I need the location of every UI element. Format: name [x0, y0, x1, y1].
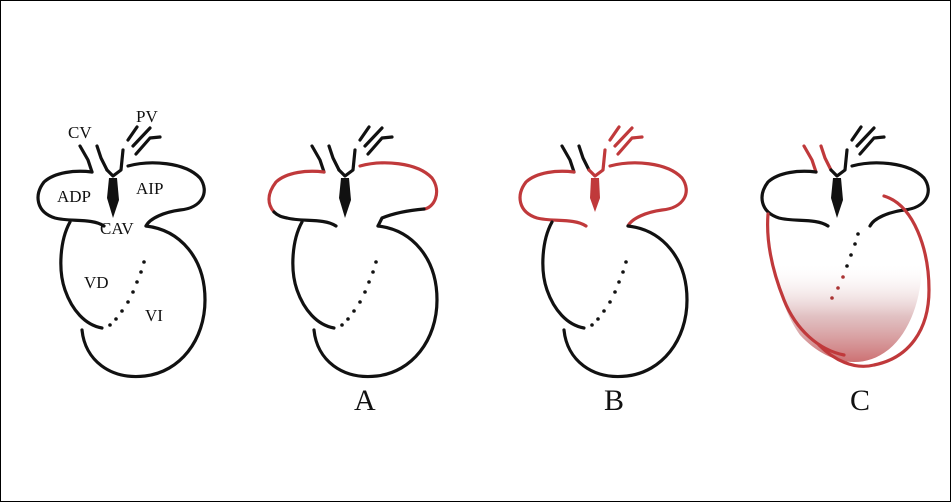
right-atrium-outline-red	[520, 171, 586, 226]
vessel-cv-left	[562, 146, 574, 172]
atrial-septum-red	[590, 178, 600, 212]
panel-reference: CV PV ADP AIP CAV VD VI	[38, 107, 205, 377]
left-atrium-outline	[852, 163, 928, 226]
caption-c: C	[850, 384, 870, 417]
left-ventricle-outline	[314, 226, 437, 377]
vessel-cv-right	[329, 146, 339, 170]
left-atrium-outline-red	[360, 163, 437, 209]
label-vi: VI	[145, 306, 163, 325]
right-ventricle-outline	[543, 222, 584, 328]
right-atrium-outline-red	[269, 171, 324, 212]
vessel-pv-1	[852, 127, 861, 140]
atrial-septum	[107, 178, 119, 218]
label-pv: PV	[136, 107, 158, 126]
left-ventricle-outline	[82, 226, 205, 377]
atrial-septum	[339, 178, 351, 218]
vessel-cv-right-red	[821, 146, 831, 170]
panel-c	[760, 127, 940, 382]
atrial-septum	[831, 178, 843, 218]
left-atrium-outline-red	[610, 163, 686, 226]
vessel-trunk	[339, 150, 355, 176]
vessel-cv-left	[80, 146, 92, 172]
ventricular-septum-dots	[590, 260, 628, 327]
label-adp: ADP	[57, 187, 91, 206]
vessel-cv-left	[312, 146, 324, 172]
left-atrium-outline	[378, 209, 424, 226]
left-ventricle-outline	[564, 226, 687, 377]
vessel-cv-right	[97, 146, 107, 170]
label-cv: CV	[68, 123, 92, 142]
ventricular-septum-dots	[108, 260, 146, 327]
vessel-pv-1	[360, 127, 369, 140]
right-ventricle-outline	[293, 222, 334, 328]
label-vd: VD	[84, 273, 109, 292]
right-atrium-outline	[762, 171, 828, 226]
vessel-trunk	[107, 150, 123, 176]
vessel-pv-1	[128, 127, 137, 140]
label-cav: CAV	[100, 219, 134, 238]
panel-a	[269, 127, 437, 377]
panel-b	[520, 127, 687, 377]
vessel-trunk-red	[589, 150, 605, 176]
label-aip: AIP	[136, 179, 163, 198]
vessel-pv-1-red	[610, 127, 619, 140]
caption-a: A	[354, 384, 376, 417]
vessel-trunk	[831, 150, 847, 176]
vessel-cv-right	[579, 146, 589, 170]
caption-b: B	[604, 384, 624, 417]
vessel-cv-left-red	[804, 146, 816, 172]
ventricular-septum-dots	[340, 260, 378, 327]
right-atrium-outline	[274, 212, 336, 226]
